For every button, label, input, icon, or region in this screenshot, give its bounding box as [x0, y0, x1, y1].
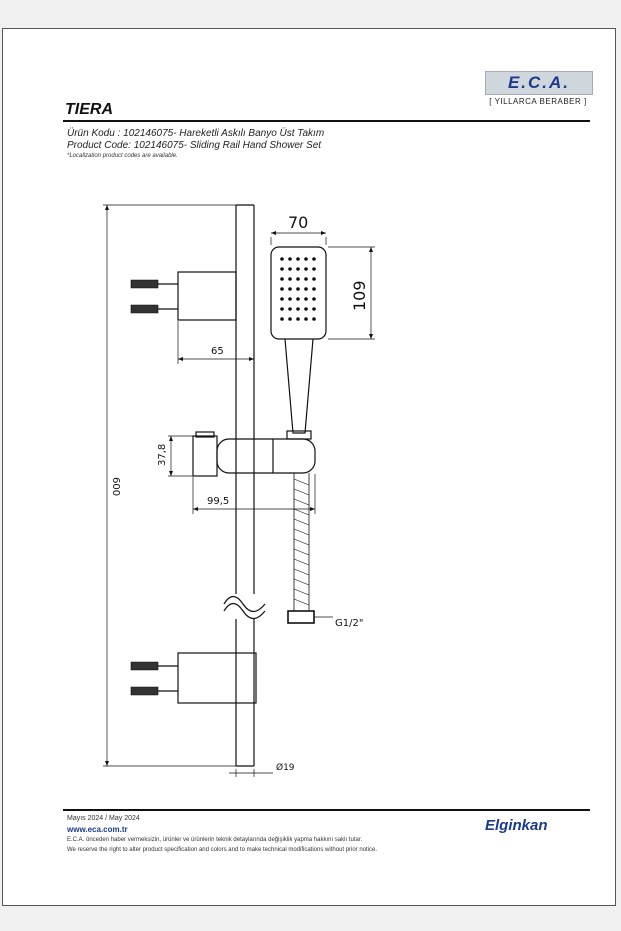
- product-code-tr: Ürün Kodu : 102146075- Hareketli Askılı …: [67, 128, 325, 139]
- dim-head-height: 109: [350, 280, 369, 311]
- spec-sheet: E.C.A. [ YILLARCA BERABER ] TIERA Ürün K…: [2, 28, 616, 906]
- dim-bracket-depth: 65: [211, 346, 224, 357]
- product-title: TIERA: [65, 101, 113, 118]
- title-divider: [63, 120, 590, 122]
- eca-logo: E.C.A.: [485, 71, 593, 95]
- brand-tagline: [ YILLARCA BERABER ]: [489, 97, 587, 106]
- footer-date: Mayıs 2024 / May 2024: [67, 815, 140, 822]
- elginkan-logo: Elginkan: [485, 817, 548, 834]
- dim-rail-diameter: Ø19: [276, 762, 295, 773]
- localization-note: *Localization product codes are availabl…: [67, 153, 178, 159]
- dim-holder-height: 37,8: [157, 444, 168, 466]
- dim-hose-thread: G1/2": [335, 618, 363, 629]
- product-code-en: Product Code: 102146075- Sliding Rail Ha…: [67, 140, 322, 151]
- disclaimer-tr: E.C.A. önceden haber vermeksizin, ürünle…: [67, 837, 363, 843]
- dim-holder-depth: 99,5: [207, 496, 229, 507]
- technical-drawing: 70 109 65 37,8 99,5 600 G1/2" Ø19: [103, 204, 375, 777]
- disclaimer-en: We reserve the right to alter product sp…: [67, 847, 378, 853]
- dim-head-width: 70: [288, 213, 308, 232]
- dim-rail-length: 600: [110, 477, 121, 496]
- footer-url[interactable]: www.eca.com.tr: [67, 825, 128, 834]
- footer-divider: [63, 809, 590, 811]
- eca-logo-text: E.C.A.: [507, 73, 571, 92]
